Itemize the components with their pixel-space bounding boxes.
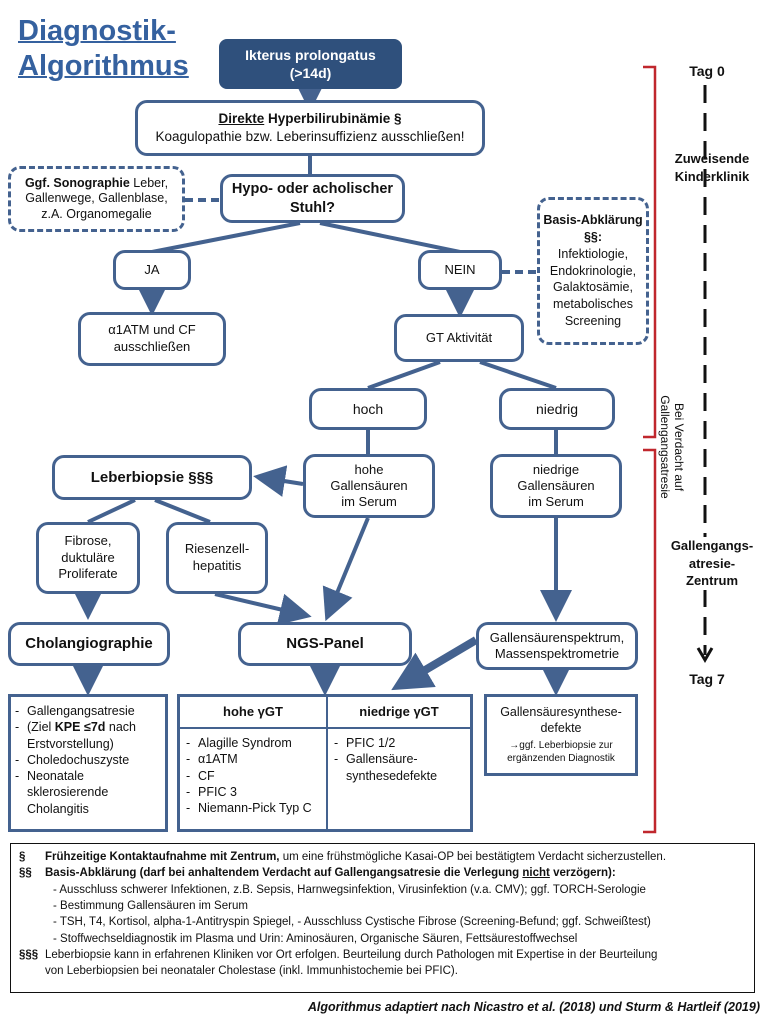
list-hohe-ggt: Alagille Syndrom α1ATM CF PFIC 3 Niemann… — [186, 735, 322, 817]
node-stuhl-frage: Hypo- oder acholischer Stuhl? — [220, 174, 405, 223]
node-gallensaeurenspektrum: Gallensäurenspektrum, Massenspektrometri… — [476, 622, 638, 670]
node-direkte-hyperbilirubinaemie: Direkte Hyperbilirubinämie § Koagulopath… — [135, 100, 485, 156]
arrow-hohegs-ngs — [322, 517, 370, 622]
arrow-spektrum-table — [391, 636, 479, 691]
note-3: §§§ Leberbiopsie kann in erfahrenen Klin… — [19, 948, 658, 961]
node-hohe-gallensaeuren: hohe Gallensäuren im Serum — [303, 454, 435, 518]
line-stool-nein — [319, 221, 461, 254]
timeline-verdacht-label: Bei Verdacht auf Gallengangsatresie — [657, 395, 686, 499]
list-niedrige-ggt: PFIC 1/2 Gallensäure-synthesedefekte — [334, 735, 466, 784]
node-ngs-panel: NGS-Panel — [238, 622, 412, 666]
node-sonographie: Ggf. Sonographie Leber, Gallenwege, Gall… — [8, 166, 185, 232]
footnotes-box: § Frühzeitige Kontaktaufnahme mit Zentru… — [10, 843, 755, 993]
node-ikterus: Ikterus prolongatus (>14d) — [219, 39, 402, 89]
col-niedrige-ggt-header: niedrige γGT — [359, 703, 439, 719]
col-hohe-ggt-header: hohe γGT — [180, 697, 328, 727]
timeline-gallengangsatresie-zentrum: Gallengangs- atresie- Zentrum — [660, 537, 764, 590]
timeline-zuweisende-kinderklinik: Zuweisende Kinderklinik — [674, 151, 750, 184]
node-niedrig: niedrig — [499, 388, 615, 430]
note-1: § Frühzeitige Kontaktaufnahme mit Zentru… — [19, 851, 667, 863]
node-leberbiopsie: Leberbiopsie §§§ — [52, 455, 252, 500]
page-title: Diagnostik- Algorithmus — [18, 15, 189, 82]
footer-citation: Algorithmus adaptiert nach Nicastro et a… — [307, 1000, 760, 1014]
timeline-tag7: Tag 7 — [689, 671, 725, 687]
node-fibrose: Fibrose, duktuläre Proliferate — [36, 522, 140, 594]
node-basis-abklaerung: Basis-Abklärung §§: Infektiologie, Endok… — [537, 197, 649, 345]
line-gt-niedrig — [479, 360, 557, 390]
line-gt-hoch — [367, 360, 441, 390]
timeline-tag0: Tag 0 — [689, 63, 725, 79]
arrow-riesen-ngs — [214, 592, 312, 625]
node-gt-aktivitaet: GT Aktivität — [394, 314, 524, 362]
node-ja: JA — [113, 250, 191, 290]
note-2: §§ Basis-Abklärung (darf bei anhaltendem… — [19, 867, 616, 880]
bracket-zentrum — [643, 448, 657, 834]
bracket-zuweisend — [643, 65, 657, 439]
node-hoch: hoch — [309, 388, 427, 430]
ngs-result-table: hohe γGT niedrige γGT Alagille Syndrom α… — [177, 694, 473, 832]
line-biopsie-fibrose — [87, 498, 136, 524]
node-a1atm-cf: α1ATM und CF ausschließen — [78, 312, 226, 366]
node-cholangiographie: Cholangiographie — [8, 622, 170, 666]
timeline-arrowhead — [696, 647, 714, 663]
node-niedrige-gallensaeuren: niedrige Gallensäuren im Serum — [490, 454, 622, 518]
line-biopsie-riesen — [154, 498, 211, 524]
line-stool-ja — [151, 221, 301, 254]
node-riesenzellhepatitis: Riesenzell- hepatitis — [166, 522, 268, 594]
arrow-hohegs-biopsie — [253, 465, 304, 497]
result-gallensaeuresynthesedefekte: Gallensäuresynthese- defekte →ggf. Leber… — [484, 694, 638, 776]
result-gallengangsatresie: Gallengangsatresie (Ziel KPE ≤7d nach Er… — [8, 694, 168, 832]
node-nein: NEIN — [418, 250, 502, 290]
